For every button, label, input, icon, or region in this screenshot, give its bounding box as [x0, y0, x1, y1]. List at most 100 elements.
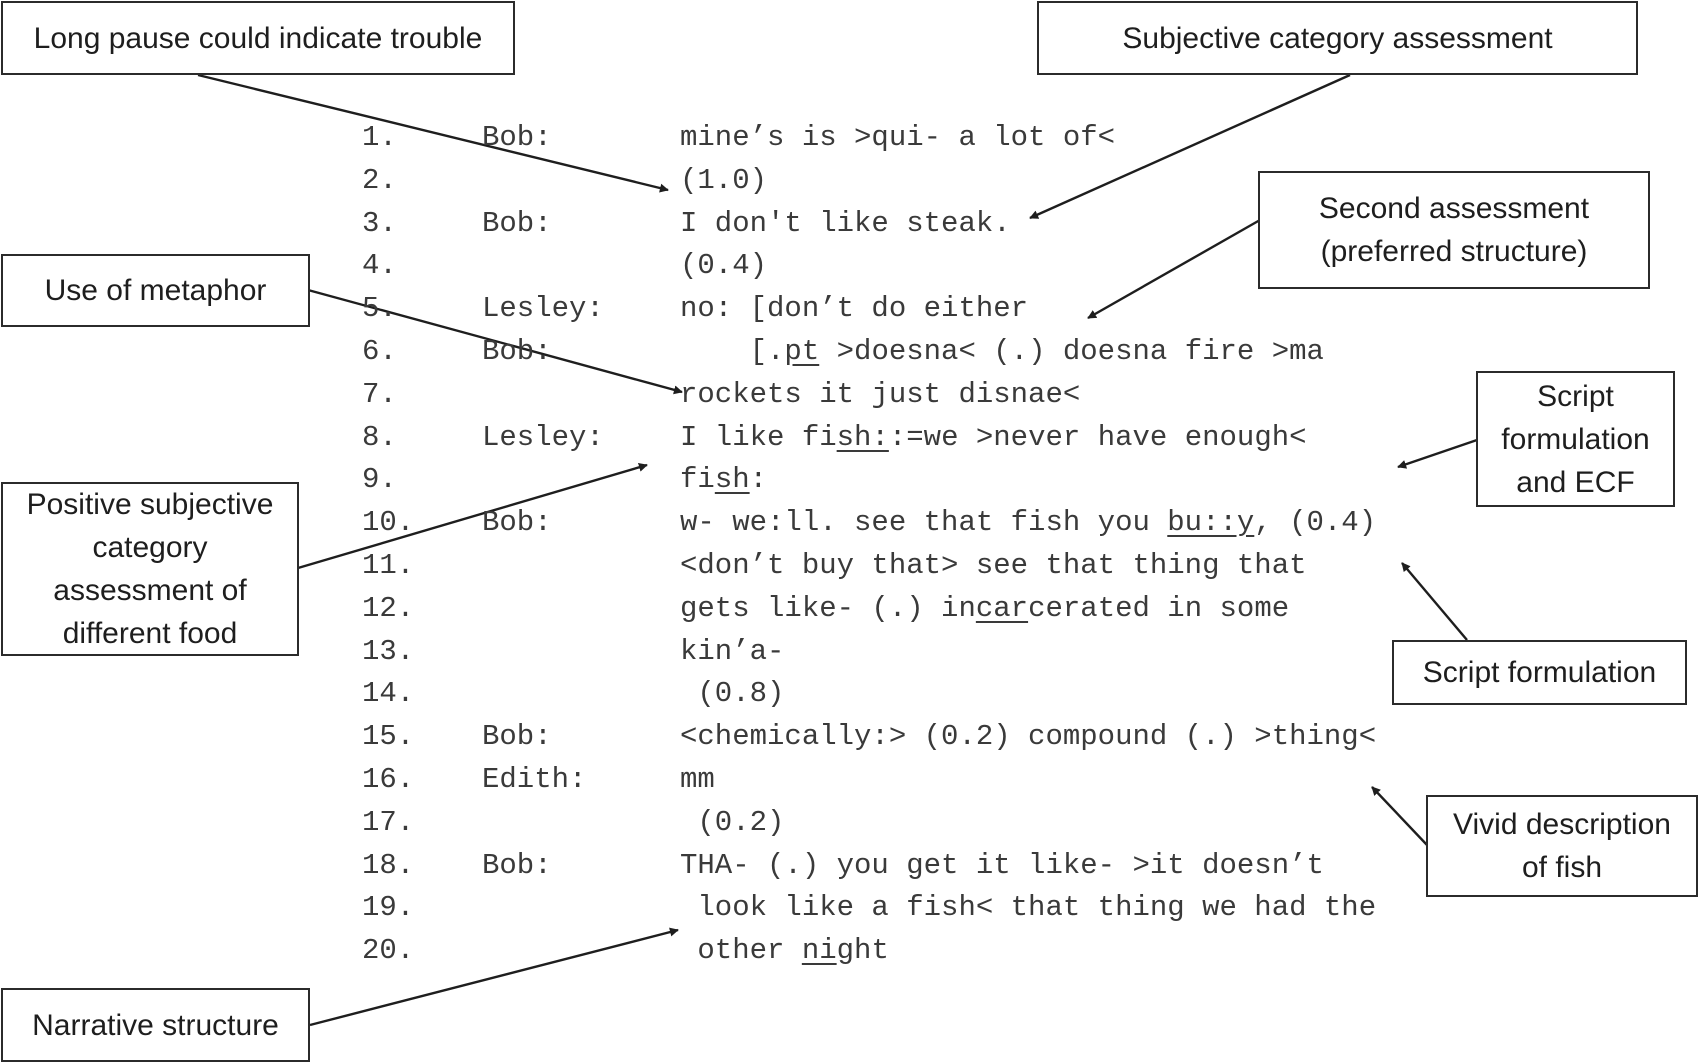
utterance-text: <chemically:> (0.2) compound (.) >thing< — [680, 720, 1376, 753]
text-segment: cerated in some — [1028, 591, 1290, 625]
annotation-second-assessment: Second assessment (preferred structure) — [1258, 171, 1650, 289]
annotation-vivid-description: Vivid description of fish — [1426, 795, 1698, 897]
utterance-text: mine’s is >qui- a lot of< — [680, 121, 1115, 154]
line-number: 1. — [362, 121, 397, 154]
line-number: 19. — [362, 891, 415, 925]
line-number: 9. — [362, 463, 397, 497]
transcript-line: 4. (0.4) — [0, 249, 1700, 292]
text-segment: other — [680, 934, 802, 968]
utterance-text: fish: — [680, 463, 767, 496]
speaker-label: Lesley: — [482, 420, 604, 454]
transcript-line: 9. fish: — [0, 463, 1700, 506]
text-segment: fi — [680, 463, 715, 497]
utterance-text: THA- (.) you get it like- >it doesn’t — [680, 849, 1324, 882]
transcript-line: 20. other night — [0, 934, 1700, 977]
annotation-narrative-label: Narrative structure — [32, 1008, 279, 1042]
line-number: 4. — [362, 249, 397, 283]
transcript-line: 2. (1.0) — [0, 164, 1700, 207]
transcript-line: 17. (0.2) — [0, 806, 1700, 849]
transcript-line: 16.Edith:mm — [0, 763, 1700, 806]
text-segment: mine’s is >qui- a lot of< — [680, 121, 1116, 154]
text-segment: (0.8) — [680, 677, 785, 711]
text-segment: ght — [836, 934, 889, 968]
utterance-text: look like a fish< that thing we had the — [680, 891, 1376, 924]
text-segment: no: [don’t do either — [680, 292, 1029, 326]
line-number: 14. — [362, 677, 415, 711]
speaker-label: Lesley: — [482, 292, 604, 326]
stressed-segment: ni — [801, 934, 837, 968]
utterance-text: no: [don’t do either — [680, 292, 1028, 325]
stressed-segment: sh: — [836, 420, 889, 454]
text-segment: , (0.4) — [1254, 506, 1377, 540]
line-number: 11. — [362, 549, 415, 582]
utterance-text: other night — [680, 934, 889, 968]
line-number: 16. — [362, 763, 415, 796]
annotation-positive-subjective: Positive subjective category assessment … — [1, 482, 299, 656]
text-segment: THA- (.) you get it like- >it doesn’t — [680, 848, 1324, 882]
text-segment: (1.0) — [680, 163, 768, 197]
annotation-subjective-category-label: Subjective category assessment — [1122, 21, 1553, 55]
text-segment: gets like- (.) in — [680, 591, 976, 625]
transcript-line: 14. (0.8) — [0, 677, 1700, 720]
line-number: 13. — [362, 634, 415, 668]
line-number: 20. — [362, 934, 415, 968]
text-segment: <chemically:> (0.2) compound (.) >thing< — [680, 720, 1377, 754]
text-segment: :=we >never have enough< — [888, 420, 1307, 454]
utterance-text: gets like- (.) incarcerated in some — [680, 592, 1289, 625]
transcript-line: 10.Bob:w- we:ll. see that fish you bu::y… — [0, 506, 1700, 549]
annotation-narrative: Narrative structure — [1, 988, 310, 1062]
speaker-label: Bob: — [482, 206, 552, 240]
line-number: 6. — [362, 335, 397, 368]
line-number: 2. — [362, 163, 397, 197]
annotation-metaphor: Use of metaphor — [1, 254, 310, 327]
transcript-line: 3.Bob:I don't like steak. — [0, 207, 1700, 250]
utterance-text: <don’t buy that> see that thing that — [680, 549, 1307, 582]
annotation-subjective-category: Subjective category assessment — [1037, 1, 1638, 75]
annotation-script-ecf: Script formulation and ECF — [1476, 371, 1675, 507]
speaker-label: Bob: — [482, 720, 552, 754]
text-segment: look like a fish< that thing we had the — [680, 891, 1377, 925]
annotation-vivid-description-label: Vivid description of fish — [1453, 808, 1671, 884]
annotation-script-formulation: Script formulation — [1392, 640, 1687, 705]
text-segment: kin’a- — [680, 634, 785, 668]
transcript-line: 11. <don’t buy that> see that thing that — [0, 549, 1700, 592]
speaker-label: Bob: — [482, 848, 552, 882]
transcript-line: 1.Bob:mine’s is >qui- a lot of< — [0, 121, 1700, 164]
text-segment: : — [749, 463, 768, 497]
text-segment: mm — [680, 763, 715, 796]
transcript-line: 6.Bob: [.pt >doesna< (.) doesna fire >ma — [0, 335, 1700, 378]
annotation-long-pause-label: Long pause could indicate trouble — [33, 21, 483, 55]
annotation-second-assessment-label: Second assessment (preferred structure) — [1318, 192, 1590, 268]
utterance-text: (0.2) — [680, 806, 784, 839]
text-segment: >doesna< (.) doesna fire >ma — [819, 335, 1324, 368]
text-segment: I don't like steak. — [680, 206, 1011, 240]
transcript-line: 19. look like a fish< that thing we had … — [0, 891, 1700, 934]
utterance-text: kin’a- — [680, 635, 784, 668]
transcript-line: 12. gets like- (.) incarcerated in some — [0, 592, 1700, 635]
text-segment: (0.4) — [680, 249, 768, 283]
line-number: 8. — [362, 420, 397, 454]
transcript-line: 7.rockets it just disnae< — [0, 378, 1700, 421]
text-segment: w- we:ll. see that fish you — [680, 506, 1168, 540]
transcript-line: 8.Lesley:I like fish::=we >never have en… — [0, 421, 1700, 464]
utterance-text: w- we:ll. see that fish you bu::y, (0.4) — [680, 506, 1376, 539]
transcript-line: 5.Lesley:no: [don’t do either — [0, 292, 1700, 335]
utterance-text: (0.4) — [680, 249, 767, 282]
transcript-line: 18. Bob: THA- (.) you get it like- >it doe… — [0, 849, 1700, 892]
annotation-script-ecf-label: Script formulation and ECF — [1501, 379, 1650, 499]
stressed-segment: pt — [784, 335, 820, 368]
utterance-text: [.pt >doesna< (.) doesna fire >ma — [680, 335, 1324, 368]
utterance-text: rockets it just disnae< — [680, 378, 1080, 411]
utterance-text: mm — [680, 763, 715, 796]
stressed-segment: sh — [714, 463, 750, 497]
annotation-positive-subjective-label: Positive subjective category assessment … — [26, 488, 274, 650]
transcript-line: 15. Bob: <chemically:> (0.2) compound (.) … — [0, 720, 1700, 763]
line-number: 18. — [362, 848, 415, 882]
stressed-segment: car — [975, 591, 1029, 625]
text-segment: (0.2) — [680, 805, 785, 839]
line-number: 10. — [362, 506, 415, 540]
line-number: 12. — [362, 591, 415, 625]
line-number: 15. — [362, 720, 415, 754]
annotation-script-formulation-label: Script formulation — [1422, 656, 1657, 689]
utterance-text: I don't like steak. — [680, 207, 1011, 240]
